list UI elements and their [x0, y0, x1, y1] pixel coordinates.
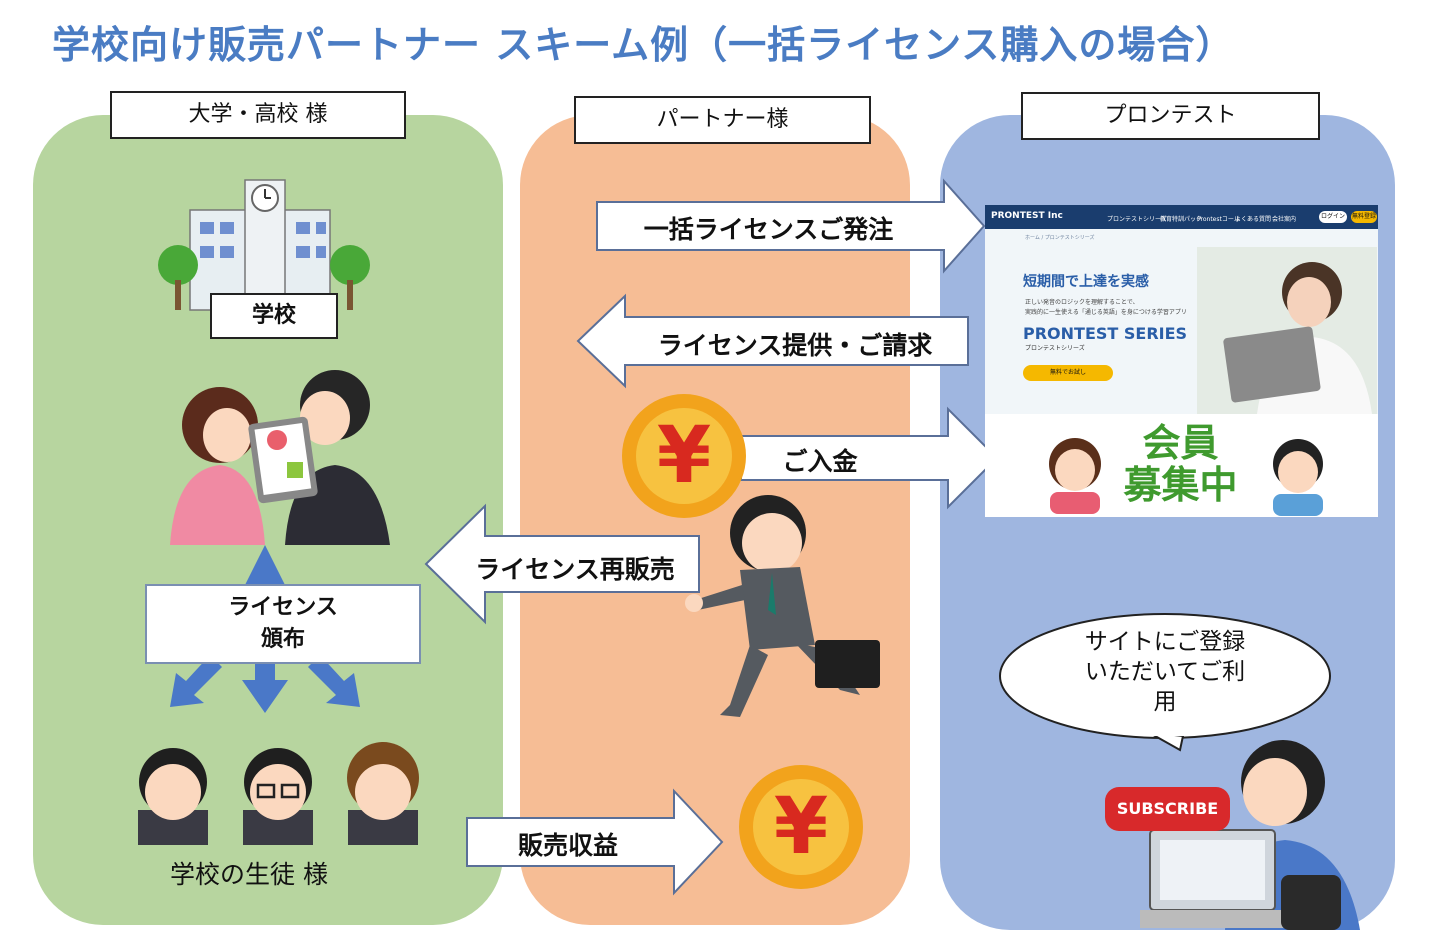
businessman-icon [685, 495, 880, 717]
website-register-button[interactable]: 無料登録 [1351, 211, 1377, 223]
yen-coin-icon [739, 765, 863, 889]
payment-arrow [740, 406, 999, 510]
website-login-button[interactable]: ログイン [1319, 211, 1347, 223]
school-header: 大学・高校 様 [110, 91, 406, 139]
sales-profit-arrow [466, 788, 724, 896]
prontest-header: プロンテスト [1021, 92, 1320, 140]
website-nav-item[interactable]: プロンテストシリーズ [1107, 216, 1167, 223]
subscriber-at-computer-icon [1140, 740, 1360, 930]
website-nav-item[interactable]: よくある質問 [1235, 216, 1272, 223]
website-breadcrumb: ホーム / プロンテストシリーズ [1025, 235, 1095, 241]
sales-profit-label: 販売収益 [517, 831, 618, 860]
website-series-jp: プロンテストシリーズ [1025, 345, 1085, 352]
website-nav-item[interactable]: 会社案内 [1272, 216, 1297, 223]
prontest-website-screenshot: PRONTEST Inc プロンテストシリーズ 教育特訓パック Prontest… [985, 205, 1378, 517]
website-hero: ホーム / プロンテストシリーズ 短期間で上達を実感 正しい発音のロジックを理解… [985, 229, 1378, 414]
yen-coin-icon [622, 394, 746, 518]
member-recruitment-banner: 会員 募集中 [985, 414, 1378, 517]
member-recruitment-label: 会員 募集中 [1123, 421, 1238, 507]
boy-icon [1273, 439, 1323, 516]
website-nav-item[interactable]: Prontestコール [1197, 216, 1240, 223]
website-desc-1: 正しい発音のロジックを理解することで、 [1025, 299, 1139, 306]
students-label: 学校の生徒 様 [170, 860, 328, 889]
girl-icon [1049, 438, 1101, 514]
website-nav-item[interactable]: 教育特訓パック [1160, 216, 1203, 223]
license-invoice-label: ライセンス提供・ご請求 [657, 331, 933, 360]
website-desc-2: 実践的に一生使える「通じる英語」を身につける学習アプリ [1025, 309, 1187, 316]
consultation-people-icon [170, 370, 390, 545]
speech-bubble-text: サイトにご登録 いただいてご利 用 [1084, 629, 1246, 715]
bulk-order-arrow [596, 178, 986, 274]
students-icon [138, 742, 419, 845]
resale-arrow [424, 503, 700, 625]
license-invoice-arrow [576, 293, 969, 389]
website-series: PRONTEST SERIES [1023, 324, 1188, 343]
yen-symbol: ¥ [656, 411, 712, 501]
page-title: 学校向け販売パートナー スキーム例（一括ライセンス購入の場合） [52, 23, 1235, 67]
partner-header: パートナー様 [574, 96, 871, 144]
speech-bubble-icon [999, 613, 1331, 752]
website-cta-button[interactable]: 無料でお試し [1023, 365, 1113, 381]
subscribe-badge: SUBSCRIBE [1105, 787, 1230, 831]
payment-label: ご入金 [782, 447, 858, 476]
learner-with-laptop-icon [1197, 247, 1377, 414]
website-headline: 短期間で上達を実感 [1023, 274, 1149, 290]
license-distribution-label: ライセンス 頒布 [145, 584, 421, 664]
yen-symbol: ¥ [773, 782, 829, 872]
bulk-order-label: 一括ライセンスご発注 [643, 215, 894, 244]
website-nav-bar: PRONTEST Inc プロンテストシリーズ 教育特訓パック Prontest… [985, 205, 1378, 229]
website-brand: PRONTEST Inc [991, 211, 1063, 221]
school-label: 学校 [210, 293, 338, 339]
resale-label: ライセンス再販売 [475, 555, 675, 584]
